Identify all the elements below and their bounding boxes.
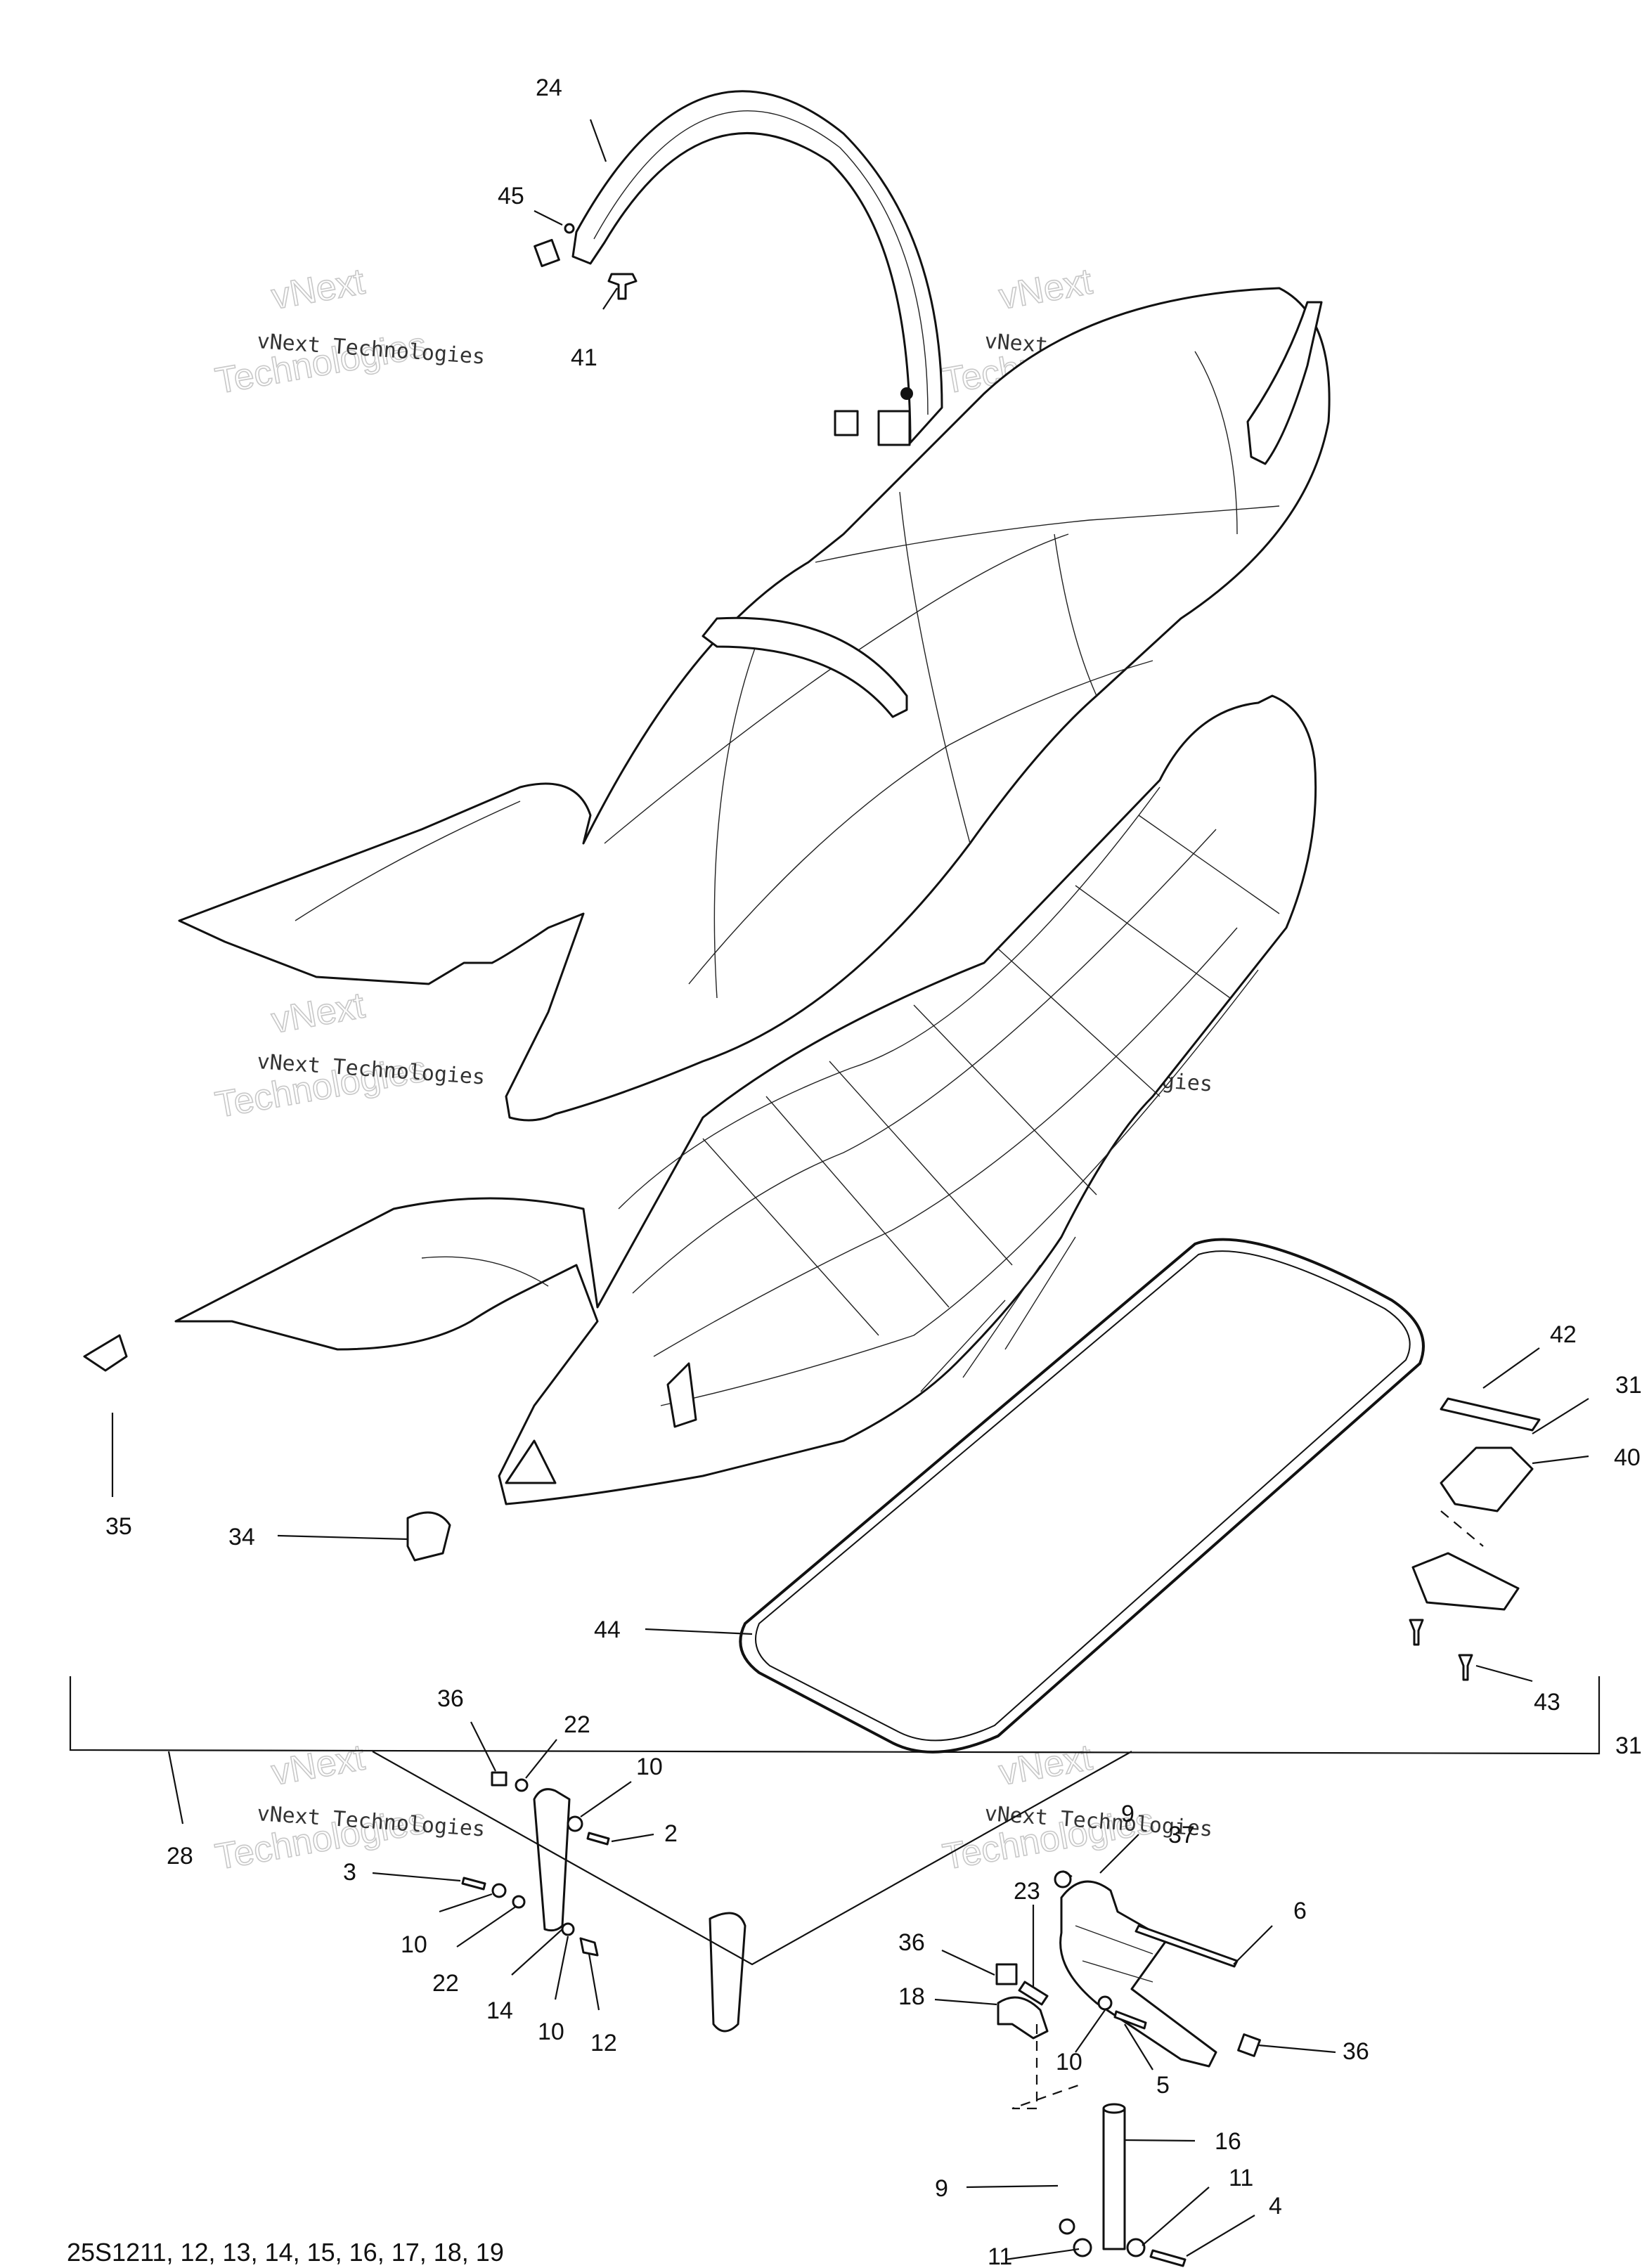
seat-cushion [178,287,1331,1122]
seat-base [174,694,1317,1505]
callout-10-top: 10 [636,1754,663,1780]
hinge-arm-group [461,1771,746,2033]
callout-6: 6 [1293,1898,1307,1924]
strap-plate [534,238,560,268]
callout-11-right: 11 [1229,2165,1253,2191]
callout-35: 35 [105,1513,132,1540]
gas-spring-top [1102,2103,1126,2114]
callout-43: 43 [1534,1689,1560,1716]
nut-9b [1059,2218,1075,2235]
bolt-6 [1134,1924,1239,1968]
callout-10-right: 10 [1056,2049,1082,2075]
push-rivet-43a [1409,1619,1424,1646]
watermark-line2: vNext [996,1737,1096,1794]
gas-spring-16 [1102,2107,1126,2250]
callout-11-bottom: 11 [988,2243,1012,2268]
gasket [739,1238,1425,1754]
washer-22b [512,1895,526,1909]
callout-3: 3 [343,1859,356,1886]
figure-reference: 25S1211, 12, 13, 14, 15, 16, 17, 18, 19 [67,2238,504,2267]
bolt-2 [586,1832,610,1846]
latch-base [1411,1552,1520,1611]
part-34-cap [406,1511,451,1562]
callout-36-middle: 36 [898,1929,925,1956]
bracket-18 [997,1996,1049,2040]
callout-31-bracket: 31 [1615,1732,1642,1759]
watermark-line2: vNext [269,261,368,318]
callout-34: 34 [228,1524,255,1550]
hinge-bracket-37 [1059,1880,1217,2068]
callout-23: 23 [1014,1878,1040,1905]
callout-5: 5 [1156,2072,1170,2099]
watermark-top-left: vNext Technologies vNext Technologies [212,261,486,403]
seat-strap [534,90,943,446]
part-35-clip [83,1334,128,1372]
callout-16: 16 [1215,2128,1241,2155]
watermark-bottom-left: vNext Technologies vNext Technologies [212,1737,486,1879]
watermark-line2: vNext [269,1737,368,1794]
callout-labels: 24 45 41 42 31 40 43 35 34 44 31 36 22 1… [105,74,1642,2268]
washer-11b [1073,2238,1092,2257]
callout-41: 41 [571,344,597,371]
bushing-12 [579,1937,599,1957]
callout-18: 18 [898,1983,925,2010]
callout-44: 44 [594,1616,621,1643]
latch-plate [1440,1397,1541,1432]
bushing-23 [1018,1981,1049,2006]
nut-36 [491,1771,508,1787]
hinge-bracket-group [995,1870,1261,2267]
latch-body [1440,1446,1534,1512]
base-foot-left [505,1439,557,1484]
callout-36-left: 36 [437,1685,464,1712]
callout-22-top: 22 [564,1711,590,1738]
callout-22-bottom: 22 [432,1970,459,1997]
callout-4: 4 [1269,2193,1282,2220]
passenger-handle [702,616,908,718]
strap-end [877,410,911,446]
callout-2: 2 [664,1820,678,1847]
screw-45 [564,223,575,234]
callout-36-right: 36 [1343,2038,1369,2065]
watermark-mid-left: vNext Technologies vNext Technologies [212,985,486,1127]
callout-37: 37 [1168,1822,1195,1848]
callout-40: 40 [1614,1444,1641,1471]
watermark-line2: vNext [996,261,1096,318]
bolt-3 [461,1877,486,1891]
washer-11a [1126,2238,1146,2257]
callout-42: 42 [1550,1321,1577,1348]
base-latch-tab [666,1362,697,1428]
washer-10d [1097,1995,1113,2011]
watermark-line2: vNext [269,985,368,1042]
callout-9-top: 9 [1121,1801,1134,1827]
washer-10a [567,1815,583,1832]
hinge-arm-14 [533,1788,571,1932]
leader-lines [69,119,1601,2261]
callout-45: 45 [498,183,524,209]
washer-22 [515,1778,529,1792]
callout-28: 28 [167,1843,193,1870]
bolt-5 [1113,2010,1147,2030]
push-rivet-43b [1458,1654,1473,1681]
callout-31-latch: 31 [1615,1372,1642,1399]
callout-10-left: 10 [401,1931,427,1958]
watermark-bottom-right: vNext Technologies vNext Technologies [939,1737,1213,1879]
nut-36c [1237,2033,1261,2057]
callout-9-bottom: 9 [935,2175,948,2202]
nut-36b [995,1963,1018,1985]
hinge-link [709,1912,746,2033]
strap-rivet-41 [607,273,638,300]
callout-14: 14 [486,1997,513,2024]
strap-clip [834,410,859,436]
callout-10-bottom: 10 [538,2018,564,2045]
rear-handle [1246,301,1323,465]
strap-rivet [900,387,913,400]
bolt-4 [1149,2249,1187,2267]
callout-12: 12 [590,2030,617,2056]
latch-assembly [1409,1397,1541,1681]
washer-10b [491,1883,507,1898]
washer-10c [561,1922,575,1936]
callout-24: 24 [536,74,562,101]
